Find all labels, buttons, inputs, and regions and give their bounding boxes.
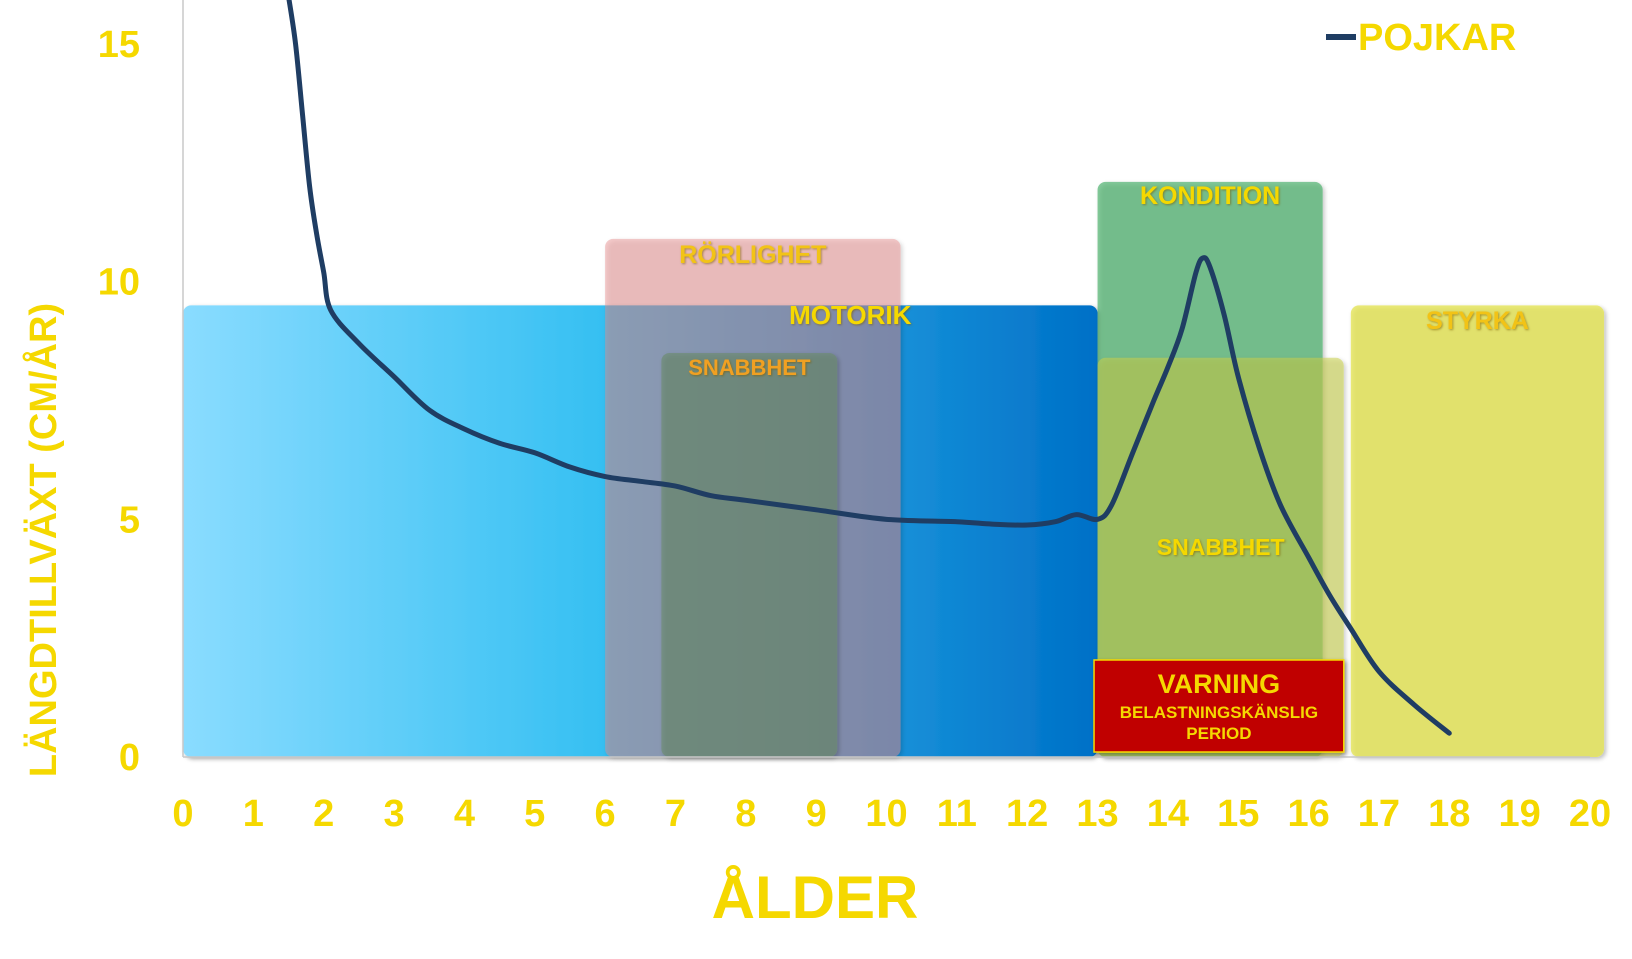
box-label-kondition-3: KONDITION (1140, 182, 1280, 210)
legend: POJKAR (1326, 17, 1516, 59)
x-tick-label: 9 (806, 793, 827, 835)
warning-background (1093, 659, 1345, 753)
warning-line2: PERIOD (1186, 724, 1251, 743)
y-tick-label: 15 (98, 24, 140, 66)
x-tick-label: 1 (243, 793, 264, 835)
x-tick-label: 2 (313, 793, 334, 835)
x-tick-label: 10 (865, 793, 907, 835)
y-tick-label: 5 (119, 499, 140, 541)
x-tick-label: 15 (1217, 793, 1259, 835)
box-styrka-5 (1350, 305, 1605, 757)
warning-box: VARNING BELASTNINGSKÄNSLIG PERIOD (1093, 659, 1345, 753)
box-label-motorik-0: MOTORIK (789, 300, 912, 330)
x-tick-label: 12 (1006, 793, 1048, 835)
axes (182, 0, 1590, 758)
x-tick-label: 3 (383, 793, 404, 835)
box-label-styrka-5: STYRKA (1426, 307, 1529, 335)
x-axis-label: ÅLDER (712, 864, 919, 931)
box-snabbhet-4 (1097, 357, 1344, 757)
y-tick-label: 0 (119, 737, 140, 779)
warning-line1: BELASTNINGSKÄNSLIG (1120, 703, 1318, 722)
x-tick-label: 13 (1076, 793, 1118, 835)
x-tick-label: 8 (735, 793, 756, 835)
warning-title: VARNING (1158, 669, 1281, 699)
x-tick-label: 16 (1287, 793, 1329, 835)
box-label-rörlighet-1: RÖRLIGHET (679, 240, 826, 269)
legend-label: POJKAR (1358, 17, 1516, 59)
box-label-snabbhet-2: SNABBHET (688, 355, 811, 380)
y-axis-label: LÄNGDTILLVÄXT (CM/ÅR) (21, 303, 65, 777)
x-tick-label: 18 (1428, 793, 1470, 835)
x-tick-label: 19 (1499, 793, 1541, 835)
series-layer (286, 0, 1452, 736)
activity-boxes (183, 181, 1605, 758)
x-tick-label: 17 (1358, 793, 1400, 835)
x-tick-label: 14 (1147, 793, 1189, 835)
x-tick-label: 4 (454, 793, 475, 835)
series-line-pojkar (286, 0, 1452, 736)
x-tick-label: 7 (665, 793, 686, 835)
x-tick-label: 0 (172, 793, 193, 835)
x-tick-label: 5 (524, 793, 545, 835)
box-labels: MOTORIK RÖRLIGHET SNABBHET KONDITION SNABBHE… (679, 182, 1529, 560)
y-tick-label: 10 (98, 262, 140, 304)
box-snabbhet-2 (661, 352, 838, 757)
x-tick-label: 20 (1569, 793, 1611, 835)
box-label-snabbhet-4: SNABBHET (1157, 534, 1285, 560)
x-tick-label: 11 (937, 793, 977, 835)
x-tick-label: 6 (595, 793, 616, 835)
